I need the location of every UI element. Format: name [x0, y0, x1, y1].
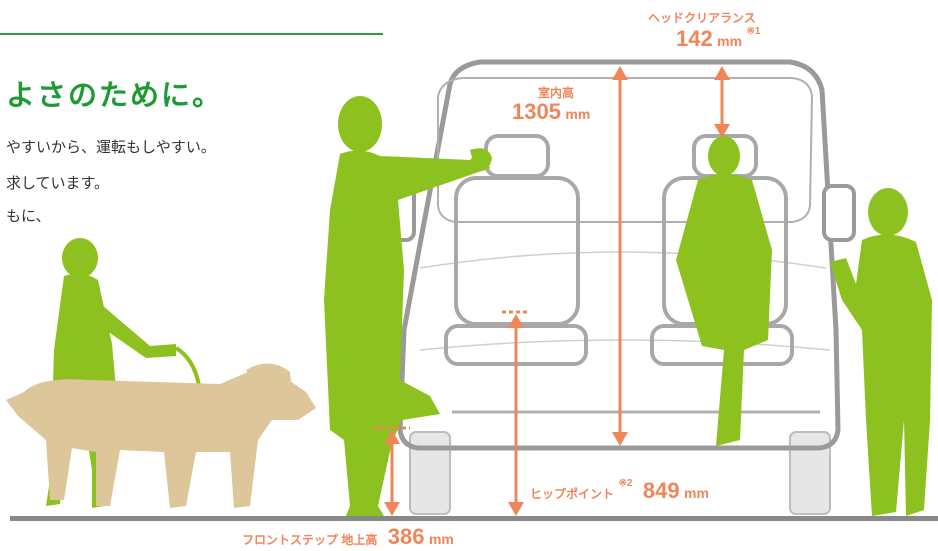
front-step-value: 386	[387, 524, 425, 549]
interior-height-arrow	[612, 66, 628, 446]
interior-height-unit: mm	[565, 106, 591, 122]
vehicle-body-outline	[397, 59, 841, 451]
front-step-unit: mm	[428, 531, 454, 547]
front-step-arrow	[374, 426, 410, 516]
right-mirror	[822, 184, 856, 242]
head-clearance-label: ヘッドクリアランス	[648, 11, 756, 25]
ground-line	[10, 516, 938, 521]
left-tire	[409, 431, 451, 515]
interior-height-value: 1305	[512, 99, 561, 124]
dog-figure	[6, 363, 316, 508]
hip-point-note: ※2	[618, 478, 633, 489]
front-step-label: フロントステップ 地上高	[242, 533, 378, 547]
interior-line	[419, 339, 831, 351]
head-clearance-note: ※1	[746, 26, 761, 37]
page-headline: よさのために。	[6, 78, 224, 112]
body-text-line-2: 求しています。	[6, 174, 110, 192]
head-clearance-arrow	[714, 66, 730, 138]
body-text-line-3: もに、	[6, 207, 51, 225]
hip-point-value: 849	[642, 478, 680, 503]
standing-person-right-figure	[830, 188, 932, 516]
seated-person-figure	[676, 136, 772, 446]
hip-point-arrow	[502, 310, 530, 516]
standing-man-figure	[324, 96, 492, 516]
head-clearance-unit: mm	[717, 33, 743, 49]
left-seat-back	[454, 176, 580, 326]
interior-height-label: 室内高	[538, 86, 575, 100]
hip-point-group: ヒップポイント ※2 849 mm	[530, 478, 709, 504]
head-clearance-value-group: 142 mm ※1	[676, 26, 760, 52]
windshield	[437, 77, 814, 223]
head-clearance-value: 142	[676, 26, 713, 51]
body-text-line-1: やすいから、運転もしやすい。	[6, 138, 216, 156]
interior-height-value-group: 1305 mm	[512, 99, 590, 125]
hip-point-label: ヒップポイント	[530, 487, 615, 501]
right-tire	[789, 431, 831, 515]
hip-point-unit: mm	[684, 485, 709, 501]
front-step-group: フロントステップ 地上高 386 mm	[242, 524, 454, 550]
left-seat-headrest	[484, 134, 550, 178]
top-divider-line	[0, 33, 383, 35]
